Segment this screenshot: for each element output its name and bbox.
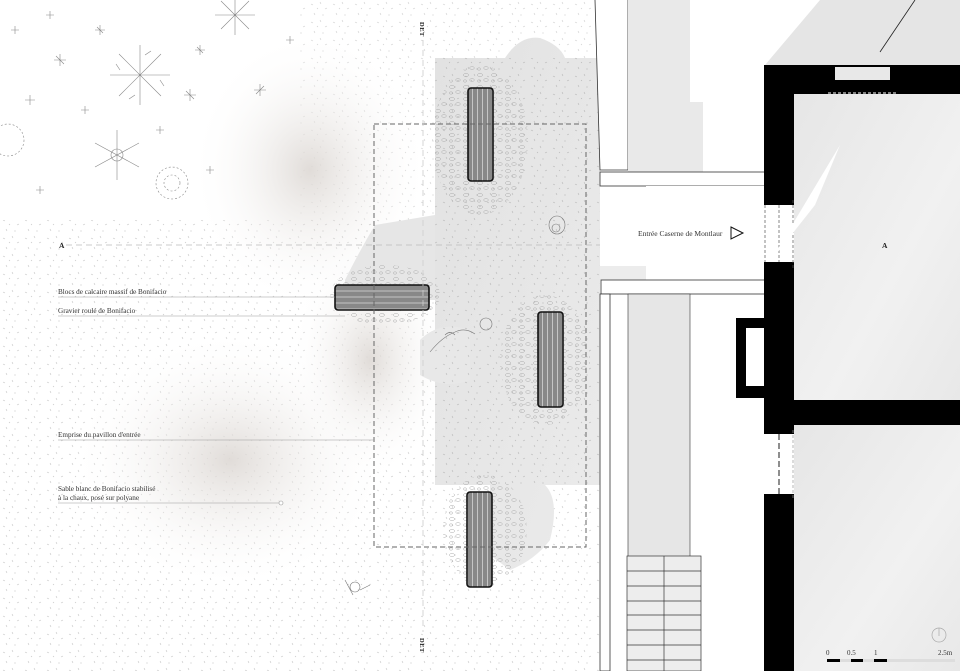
scale-tick-1: 1 [874,649,878,657]
limestone-block [334,87,564,588]
scale-tick-0: 0 [826,649,830,657]
section-marker-a-left: A [59,241,65,250]
legend-leader-lines [58,296,374,504]
legend-label-sand-1: Sable blanc de Bonifacio stabilisé [58,485,156,493]
entry-arrow-icon [730,226,745,240]
human-figure [344,215,566,596]
section-marker-det-bottom: DET [418,638,425,653]
legend-label-sand-2: à la chaux, posé sur polyane [58,494,140,502]
section-marker-det-top: DET [418,22,425,37]
scale-bar [827,659,955,662]
legend-label-gravel: Gravier roulé de Bonifacio [58,307,136,315]
entry-label: Entrée Caserne de Montlaur [638,229,723,238]
legend-label-blocks: Blocs de calcaire massif de Bonifacio [58,288,167,296]
vegetation-cluster [0,0,294,200]
north-arrow-icon [931,627,947,643]
pavilion-footprint [373,123,587,548]
legend-label-pavilion: Emprise du pavillon d'entrée [58,431,141,439]
staircase [626,555,702,671]
scale-tick-2-5m: 2.5m [938,649,953,657]
section-marker-a-right: A [882,241,888,250]
building-interior [794,94,960,401]
scale-tick-0-5: 0.5 [847,649,856,657]
